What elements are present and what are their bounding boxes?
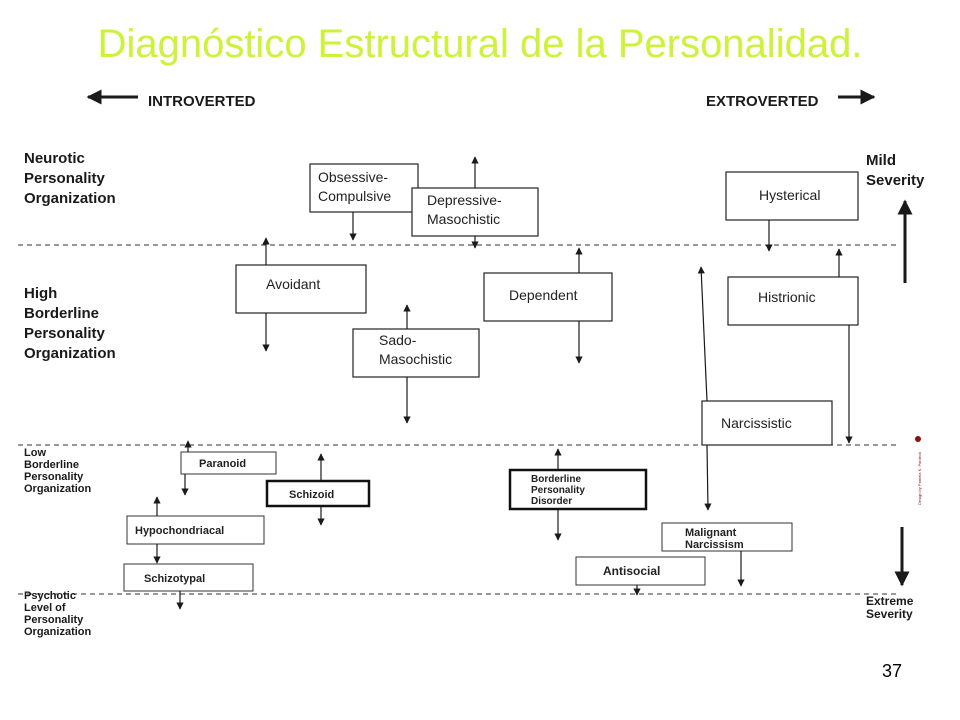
disorder-box-dependent xyxy=(483,272,613,322)
disorder-box-antisocial xyxy=(575,556,706,586)
disorder-label-line: Hypochondriacal xyxy=(135,525,224,537)
personality-organization-diagram: INTROVERTED EXTROVERTED Neurotic Persona… xyxy=(18,85,932,640)
disorder-box-sado-masochistic xyxy=(352,328,480,378)
level-label-line: High xyxy=(24,285,57,302)
credit-logo-dot xyxy=(915,436,921,442)
disorder-label-line: Narcissism xyxy=(685,539,744,551)
disorder-label-line: Histrionic xyxy=(758,289,816,305)
level-label-line: Personality xyxy=(24,325,106,342)
level-label-line: Borderline xyxy=(24,459,79,471)
severity-label-line: Severity xyxy=(866,607,913,621)
disorder-label-line: Masochistic xyxy=(379,351,452,367)
disorder-label-line: Antisocial xyxy=(603,564,660,578)
level-label-psychotic: Psychotic Level of Personality Organizat… xyxy=(24,590,92,638)
level-label-line: Personality xyxy=(24,471,84,483)
mild-severity-label: Mild Severity xyxy=(866,152,925,189)
disorder-label-line: Personality xyxy=(531,485,585,496)
level-label-line: Organization xyxy=(24,483,92,495)
page-number: 37 xyxy=(881,661,902,681)
disorder-label-line: Masochistic xyxy=(427,211,500,227)
disorder-box-avoidant xyxy=(235,264,367,314)
disorder-box-hypochondriacal xyxy=(126,515,265,545)
diagram-canvas: INTROVERTED EXTROVERTED Neurotic Persona… xyxy=(18,89,925,638)
credit-text: Design by Pamela K. Pardeck xyxy=(917,452,922,505)
level-label-neurotic: Neurotic Personality Organization xyxy=(24,150,116,207)
level-label-line: Neurotic xyxy=(24,150,85,167)
severity-label-line: Severity xyxy=(866,172,925,189)
disorder-box-hysterical xyxy=(725,171,859,221)
disorder-label-line: Schizotypal xyxy=(144,573,205,585)
disorder-box-malignant-narcissism xyxy=(661,522,793,552)
level-label-line: Organization xyxy=(24,190,116,207)
level-label-high-borderline: High Borderline Personality Organization xyxy=(24,285,116,362)
slide-title: Diagnóstico Estructural de la Personalid… xyxy=(97,22,863,66)
level-label-line: Organization xyxy=(24,345,116,362)
disorder-label-line: Avoidant xyxy=(266,276,320,292)
disorder-box-obsessive-compulsive xyxy=(309,163,419,213)
severity-label-line: Extreme xyxy=(866,594,914,608)
arrow xyxy=(704,444,712,511)
disorder-label-line: Schizoid xyxy=(289,489,334,501)
level-label-line: Psychotic xyxy=(24,590,76,602)
disorder-label-line: Narcissistic xyxy=(721,415,792,431)
disorder-box-depressive-masochistic xyxy=(411,187,539,237)
level-label-line: Personality xyxy=(24,614,84,626)
disorder-label-line: Malignant xyxy=(685,527,737,539)
disorder-label-line: Disorder xyxy=(531,496,572,507)
disorder-label-line: Borderline xyxy=(531,474,581,485)
extroverted-label: EXTROVERTED xyxy=(706,93,819,110)
disorder-box-narcissistic xyxy=(701,400,833,446)
narcissistic-vertical-arrow xyxy=(697,266,708,402)
disorder-label-line: Sado- xyxy=(379,332,417,348)
level-label-line: Organization xyxy=(24,626,92,638)
disorder-label-line: Hysterical xyxy=(759,187,820,203)
level-label-line: Borderline xyxy=(24,305,99,322)
disorder-box-schizotypal xyxy=(123,563,254,592)
level-label-line: Personality xyxy=(24,170,106,187)
disorder-label-line: Depressive- xyxy=(427,192,502,208)
disorder-label-line: Compulsive xyxy=(318,188,391,204)
disorder-box-schizoid xyxy=(265,479,371,508)
disorder-label-line: Obsessive- xyxy=(318,169,388,185)
level-label-line: Low xyxy=(24,447,46,459)
disorder-box-histrionic xyxy=(727,276,859,326)
severity-label-line: Mild xyxy=(866,152,896,169)
level-label-line: Level of xyxy=(24,602,66,614)
disorder-label-line: Paranoid xyxy=(199,458,246,470)
disorder-box-paranoid xyxy=(180,451,277,475)
disorder-box-borderline-personality-disorder xyxy=(508,468,648,511)
disorder-label-line: Dependent xyxy=(509,287,578,303)
extreme-severity-label: Extreme Severity xyxy=(866,594,914,621)
level-label-low-borderline: Low Borderline Personality Organization xyxy=(24,447,92,495)
introverted-label: INTROVERTED xyxy=(148,93,256,110)
